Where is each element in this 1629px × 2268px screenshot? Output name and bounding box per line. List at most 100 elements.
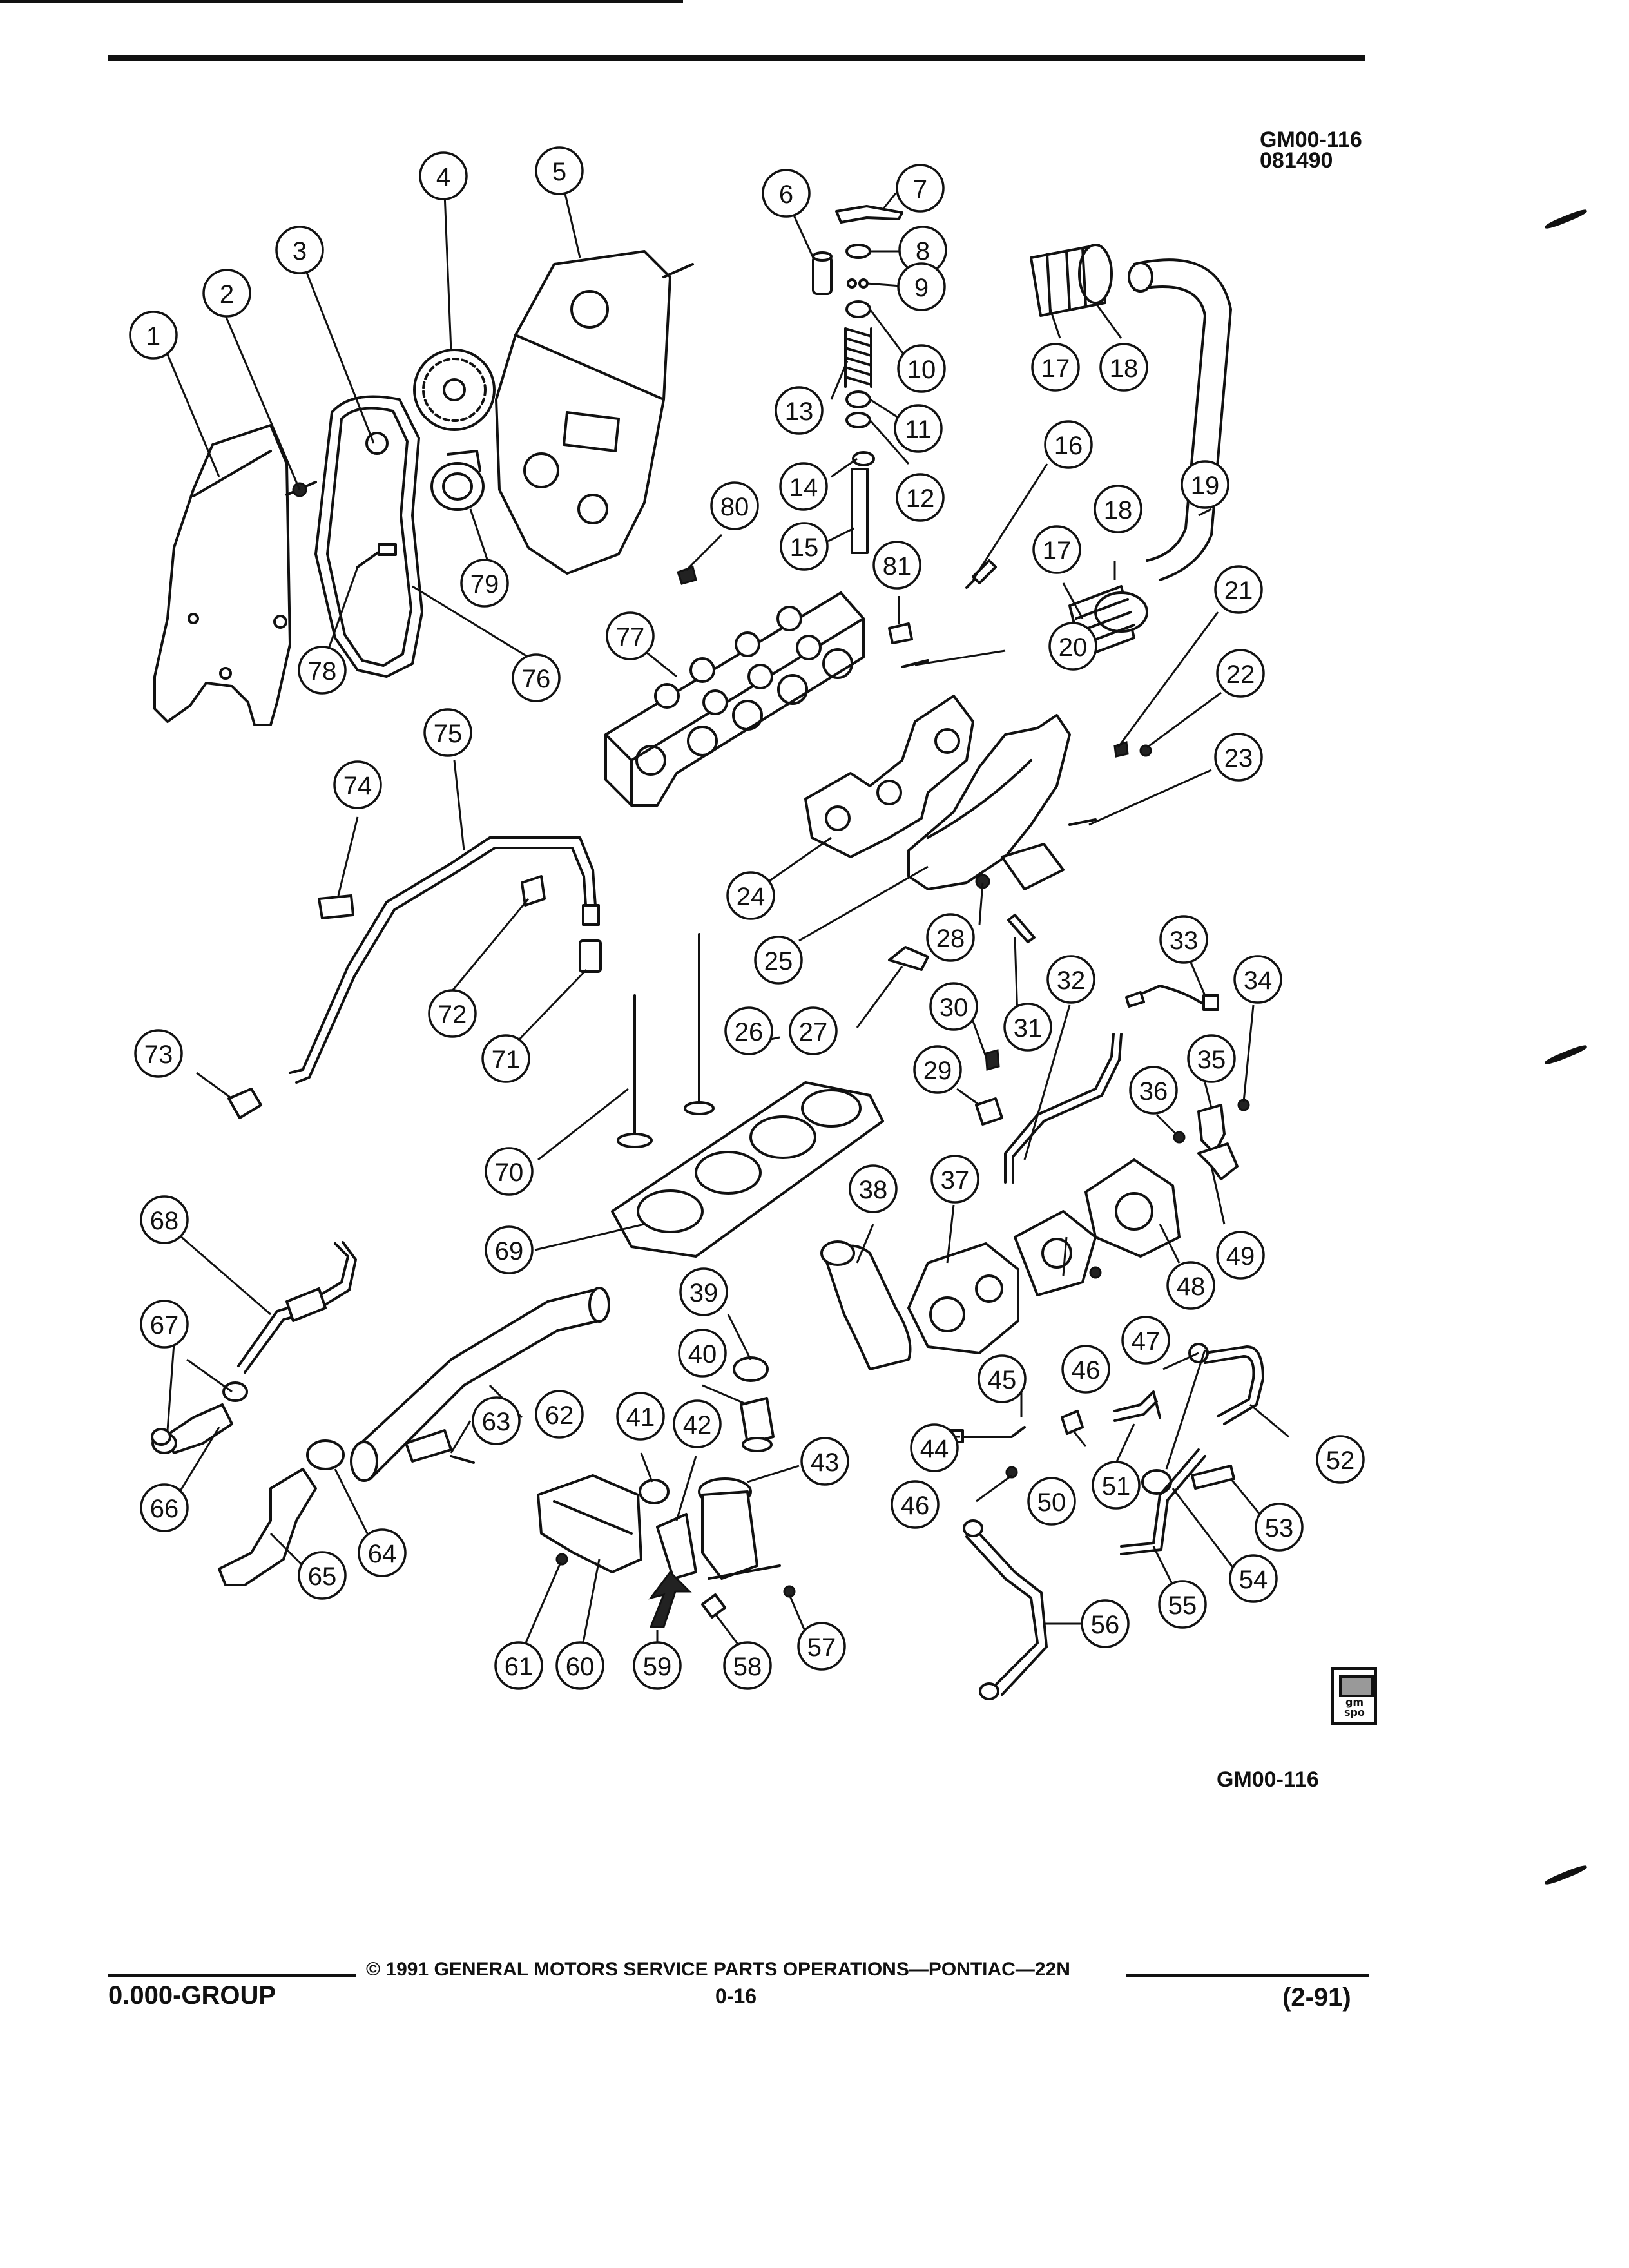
callout-circle xyxy=(1129,1066,1178,1115)
callout-81: 81 xyxy=(872,541,921,590)
callout-number: 46 xyxy=(1072,1356,1101,1385)
callout-number: 36 xyxy=(1139,1077,1168,1106)
callout-32: 32 xyxy=(1046,955,1095,1004)
callout-79: 79 xyxy=(460,559,509,608)
callout-number: 71 xyxy=(492,1046,521,1074)
valve-70 xyxy=(617,994,653,1148)
stud-31 xyxy=(1007,914,1036,943)
keepers-9 xyxy=(847,278,869,289)
callout-number: 24 xyxy=(737,883,766,911)
callout-number: 64 xyxy=(368,1540,397,1568)
callout-number: 11 xyxy=(905,416,932,444)
housing-60 xyxy=(537,1474,642,1573)
callout-circle xyxy=(930,1155,979,1204)
callout-circle xyxy=(1216,649,1265,698)
callout-circle xyxy=(1027,1477,1076,1526)
callout-circle xyxy=(494,1641,543,1690)
callout-27: 27 xyxy=(789,1006,838,1055)
bolt-46b xyxy=(1005,1466,1018,1479)
clip-29 xyxy=(975,1097,1003,1126)
elbow-49 xyxy=(1197,1142,1239,1180)
callout-25: 25 xyxy=(754,936,803,985)
callout-number: 66 xyxy=(150,1495,179,1523)
callout-circle xyxy=(298,1551,347,1600)
callout-circle xyxy=(535,146,584,195)
clamps-67 xyxy=(151,1381,248,1446)
callout-number: 63 xyxy=(482,1408,511,1436)
callout-circle xyxy=(633,1641,682,1690)
fitting-73 xyxy=(227,1088,262,1119)
callout-circle xyxy=(1159,915,1208,964)
callout-number: 79 xyxy=(470,570,499,599)
callout-number: 55 xyxy=(1168,1591,1197,1620)
callout-circle xyxy=(897,344,946,393)
callout-50: 50 xyxy=(1027,1477,1076,1526)
callout-circle xyxy=(894,404,943,453)
top-border-line xyxy=(0,0,683,3)
stud-20 xyxy=(901,659,929,668)
cylinder-head xyxy=(604,591,865,807)
callout-7: 7 xyxy=(896,164,945,213)
pipe-52 xyxy=(1188,1343,1264,1425)
callout-number: 16 xyxy=(1054,432,1083,460)
callout-46: 46 xyxy=(1061,1345,1110,1394)
camshaft-sprocket xyxy=(413,349,496,431)
callout-26: 26 xyxy=(724,1006,773,1055)
nut-22 xyxy=(1139,744,1152,757)
callout-69: 69 xyxy=(485,1225,534,1274)
callout-52: 52 xyxy=(1316,1435,1365,1484)
clamp-64 xyxy=(306,1439,345,1470)
callout-number: 4 xyxy=(436,163,450,191)
pipe-68 xyxy=(237,1241,357,1374)
callout-22: 22 xyxy=(1216,649,1265,698)
callout-number: 72 xyxy=(438,1001,467,1029)
bolt-2 xyxy=(285,481,317,497)
callout-circle xyxy=(512,653,561,702)
callout-4: 4 xyxy=(419,151,468,200)
callout-17: 17 xyxy=(1031,343,1080,392)
seal-41 xyxy=(639,1479,670,1504)
callout-56: 56 xyxy=(1081,1599,1130,1648)
hose-38 xyxy=(820,1240,912,1370)
valve-guide-15 xyxy=(851,468,869,554)
callout-57: 57 xyxy=(797,1622,846,1671)
callout-circle xyxy=(723,1641,772,1690)
callout-number: 68 xyxy=(150,1207,179,1235)
air-intake-boot xyxy=(1030,244,1113,317)
callout-number: 21 xyxy=(1224,577,1253,605)
callout-number: 15 xyxy=(790,533,819,562)
callout-number: 1 xyxy=(146,322,160,351)
callout-number: 19 xyxy=(1191,472,1220,500)
callout-28: 28 xyxy=(926,913,975,962)
callout-number: 34 xyxy=(1244,966,1273,995)
callout-number: 31 xyxy=(1014,1014,1043,1043)
callout-51: 51 xyxy=(1092,1461,1141,1510)
callout-circle xyxy=(913,1045,962,1094)
callout-circle xyxy=(1181,460,1229,509)
callout-circle xyxy=(800,1437,849,1486)
callout-number: 30 xyxy=(940,994,969,1022)
callout-circle xyxy=(485,1225,534,1274)
callout-30: 30 xyxy=(929,982,978,1031)
callout-10: 10 xyxy=(897,344,946,393)
callout-number: 7 xyxy=(913,175,927,204)
callout-61: 61 xyxy=(494,1641,543,1690)
callout-circle xyxy=(673,1399,722,1448)
callout-circle xyxy=(616,1392,665,1441)
callout-number: 26 xyxy=(735,1018,764,1046)
callout-6: 6 xyxy=(762,169,811,218)
callout-38: 38 xyxy=(849,1164,898,1213)
callout-circle xyxy=(140,1195,189,1244)
callout-number: 27 xyxy=(799,1018,828,1046)
callout-number: 62 xyxy=(545,1401,574,1430)
callout-circle xyxy=(1003,1003,1052,1052)
timing-cover-outer xyxy=(153,424,291,726)
callout-number: 10 xyxy=(907,356,936,384)
callout-circle xyxy=(679,1267,728,1316)
callout-circle xyxy=(775,386,824,435)
pipe-44 xyxy=(946,1426,1026,1443)
callout-circle xyxy=(849,1164,898,1213)
callout-circle xyxy=(1229,1554,1278,1603)
callout-number: 41 xyxy=(626,1403,655,1432)
